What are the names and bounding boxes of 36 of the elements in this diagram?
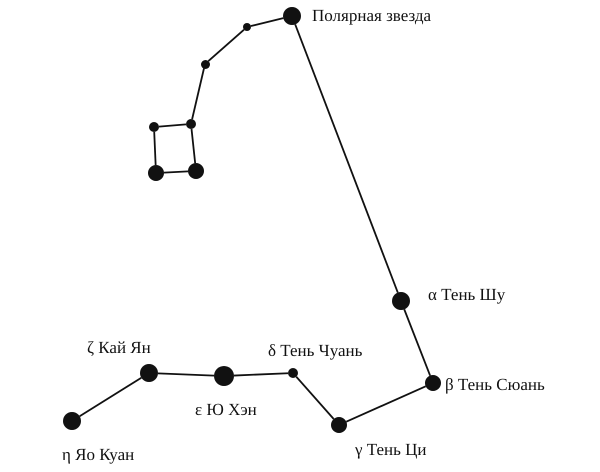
star-dot xyxy=(425,375,441,391)
star-name: η Яо Куан xyxy=(62,445,134,465)
star-dot xyxy=(288,368,298,378)
constellation-line xyxy=(191,68,205,120)
constellation-line xyxy=(296,376,334,420)
star-dot xyxy=(200,60,210,68)
constellation-line xyxy=(190,128,196,164)
star-name: ζ Кай Ян xyxy=(87,338,151,358)
constellation-line xyxy=(208,28,245,62)
star-name: γ Тень Ци xyxy=(355,440,427,460)
star-dot xyxy=(188,163,204,179)
constellation-line xyxy=(79,377,142,417)
constellation-line xyxy=(234,372,288,376)
constellation-line xyxy=(153,132,157,166)
constellation-line xyxy=(346,385,426,423)
star-dot xyxy=(283,7,301,25)
constellation-line xyxy=(403,309,431,376)
constellation-line xyxy=(158,124,186,128)
star-name: δ Тень Чуань xyxy=(268,341,362,361)
star-name: ε Ю Хэн xyxy=(195,400,257,420)
constellation-line xyxy=(294,24,399,293)
constellation-line xyxy=(250,17,284,27)
star-dot xyxy=(243,23,251,31)
constellation-line xyxy=(158,372,214,376)
star-dot xyxy=(392,292,410,310)
star-name: β Тень Сюань xyxy=(445,375,545,395)
constellation-line xyxy=(164,170,188,174)
star-dot xyxy=(331,417,347,433)
star-dot xyxy=(186,119,196,129)
star-dot xyxy=(140,364,158,382)
star-name: α Тень Шу xyxy=(428,285,506,305)
star-dot xyxy=(149,122,159,132)
star-dot xyxy=(63,412,81,430)
star-name: Полярная звезда xyxy=(312,6,432,26)
star-dot xyxy=(214,366,234,386)
star-dot xyxy=(148,165,164,181)
